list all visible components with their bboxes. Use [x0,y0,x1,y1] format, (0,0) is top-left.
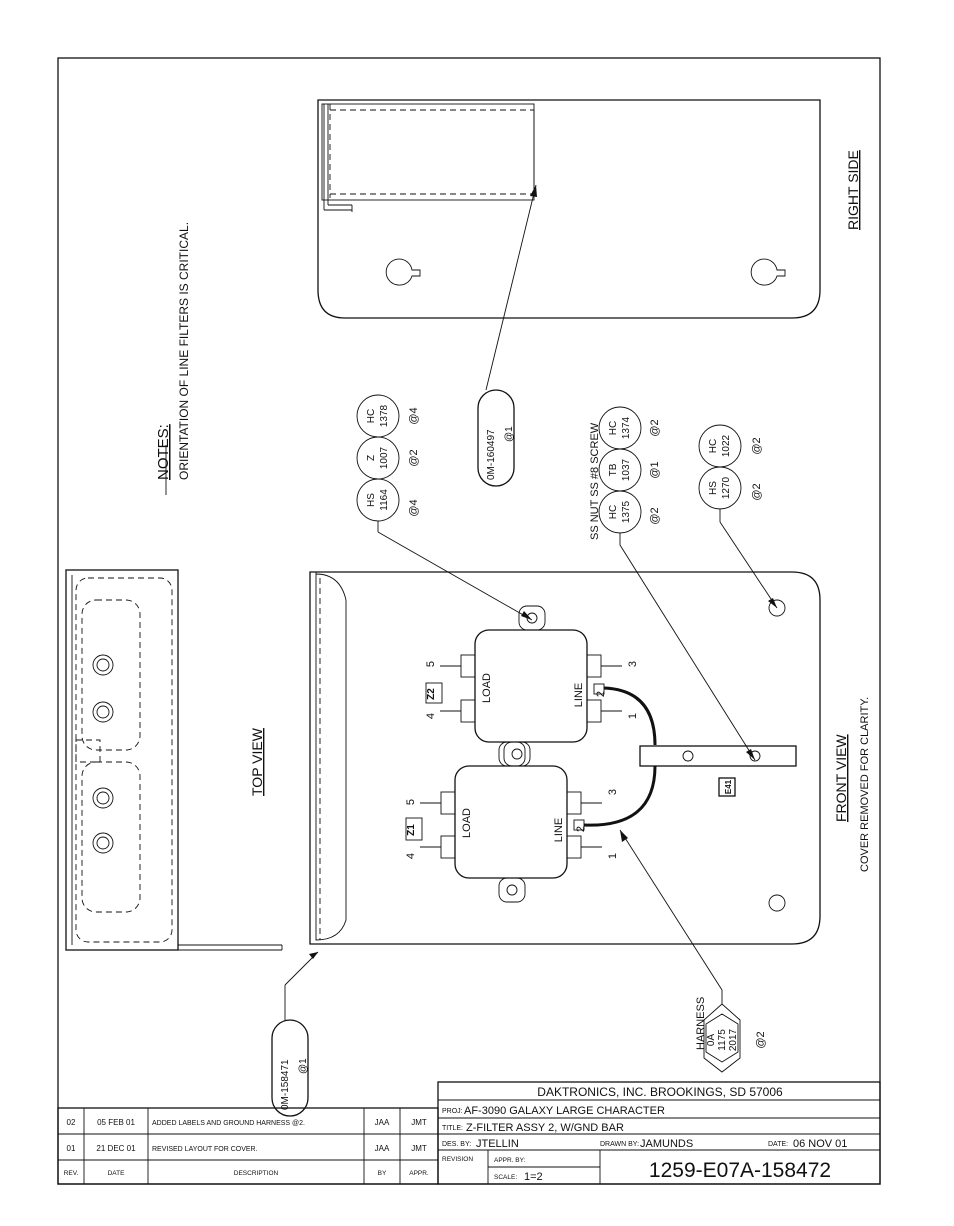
svg-text:@2: @2 [408,449,420,466]
top-view [65,569,283,951]
group2-label: SS NUT SS #8 SCREW [589,422,601,540]
svg-text:DES. BY:: DES. BY: [442,1141,471,1148]
svg-text:21 DEC 01: 21 DEC 01 [96,1144,136,1153]
svg-text:JMT: JMT [411,1118,427,1127]
svg-text:1270: 1270 [721,476,732,499]
svg-text:LOAD: LOAD [461,808,473,838]
svg-text:3: 3 [627,661,639,667]
svg-text:HC: HC [608,505,619,519]
svg-text:HC: HC [708,439,719,453]
callout-group-2: HC 1375 TB 1037 HC 1374 @2 @1 @2 [598,406,661,534]
svg-text:@4: @4 [408,407,420,424]
svg-text:JAA: JAA [375,1118,390,1127]
svg-text:DRAWN BY:: DRAWN BY: [600,1141,639,1148]
svg-text:@2: @2 [649,419,661,436]
svg-text:JMT: JMT [411,1144,427,1153]
svg-text:HC: HC [366,409,377,423]
svg-text:02: 02 [67,1118,76,1127]
right-side-label: RIGHT SIDE [845,150,861,230]
company-name: DAKTRONICS, INC. BROOKINGS, SD 57006 [537,1085,783,1099]
svg-text:1: 1 [607,853,619,859]
svg-text:@1: @1 [298,1058,309,1074]
callout-group-1: HS 1164 Z 1007 HC 1378 @4 @2 @4 [356,394,420,522]
svg-text:PROJ:: PROJ: [442,1108,463,1115]
svg-text:4: 4 [425,713,437,719]
svg-text:@4: @4 [408,499,420,516]
svg-text:SCALE:: SCALE: [494,1174,517,1181]
svg-text:JAA: JAA [375,1144,390,1153]
svg-text:5: 5 [405,799,417,805]
svg-text:HS: HS [708,481,719,495]
z1-label: Z1 [406,824,417,836]
svg-text:3: 3 [607,789,619,795]
svg-text:2: 2 [595,691,607,697]
svg-text:05 FEB 01: 05 FEB 01 [97,1118,135,1127]
part-160497-num: 0M-160497 [486,429,497,480]
svg-text:0M-158471: 0M-158471 [280,1059,291,1110]
front-view-label: FRONT VIEW [833,734,849,822]
part-158471-callout [271,1019,309,1117]
svg-text:1375: 1375 [621,500,632,523]
front-view-note: COVER REMOVED FOR CLARITY. [859,697,871,872]
harness-tag [705,1013,739,1063]
svg-text:REV.: REV. [64,1170,79,1177]
svg-text:LINE: LINE [573,683,585,707]
svg-text:1374: 1374 [621,416,632,439]
svg-text:@2: @2 [755,1031,767,1048]
svg-text:DATE: DATE [108,1170,126,1177]
svg-text:DATE:: DATE: [768,1141,788,1148]
svg-text:1022: 1022 [721,434,732,457]
drawing-number: 1259-E07A-158472 [649,1159,831,1182]
svg-text:2017: 2017 [728,1028,739,1051]
svg-text:DESCRIPTION: DESCRIPTION [234,1170,279,1177]
svg-text:@1: @1 [649,461,661,478]
top-view-label: TOP VIEW [249,727,265,796]
notes-text: ORIENTATION OF LINE FILTERS IS CRITICAL. [177,222,191,480]
svg-text:LOAD: LOAD [481,673,493,703]
e41-label: E41 [724,779,733,794]
svg-text:@2: @2 [751,483,763,500]
svg-text:BY: BY [378,1170,387,1177]
notes-heading: NOTES: [155,424,172,480]
svg-text:REVISION: REVISION [442,1156,473,1163]
svg-text:1: 1 [627,713,639,719]
svg-text:2: 2 [575,826,587,832]
designer: JTELLIN [476,1138,519,1150]
svg-text:01: 01 [67,1144,76,1153]
svg-text:APPR.: APPR. [409,1170,429,1177]
svg-text:TB: TB [608,463,619,476]
svg-text:@2: @2 [751,437,763,454]
drafter: JAMUNDS [640,1138,693,1150]
svg-text:ADDED LABELS AND GROUND HARNES: ADDED LABELS AND GROUND HARNESS @2. [152,1120,305,1127]
svg-text:REVISED LAYOUT FOR COVER.: REVISED LAYOUT FOR COVER. [152,1146,258,1153]
part-160497-callout [477,389,515,487]
svg-text:5: 5 [425,661,437,667]
svg-text:Z: Z [366,455,377,461]
svg-text:1378: 1378 [379,404,390,427]
svg-text:0A: 0A [706,1034,717,1047]
svg-text:LINE: LINE [553,818,565,842]
callout-group-3: HS 1270 HC 1022 @2 @2 [698,424,763,510]
svg-text:1164: 1164 [379,489,390,511]
z2-label: Z2 [426,688,437,700]
drawing-date: 06 NOV 01 [793,1138,847,1150]
svg-text:APPR. BY:: APPR. BY: [494,1157,526,1164]
svg-text:1007: 1007 [379,446,390,469]
svg-text:HC: HC [608,421,619,435]
title-block [437,1081,881,1185]
part-160497-qty: @1 [504,426,515,442]
svg-text:@2: @2 [649,507,661,524]
svg-text:HS: HS [366,493,377,507]
right-side-view [317,99,821,319]
svg-text:TITLE:: TITLE: [442,1125,463,1132]
svg-text:4: 4 [405,853,417,859]
drawing-scale: 1=2 [524,1171,543,1183]
svg-text:1037: 1037 [621,458,632,481]
drawing-title: Z-FILTER ASSY 2, W/GND BAR [466,1122,624,1134]
front-view [309,571,821,945]
project-name: AF-3090 GALAXY LARGE CHARACTER [464,1105,665,1117]
svg-text:1175: 1175 [717,1029,728,1051]
